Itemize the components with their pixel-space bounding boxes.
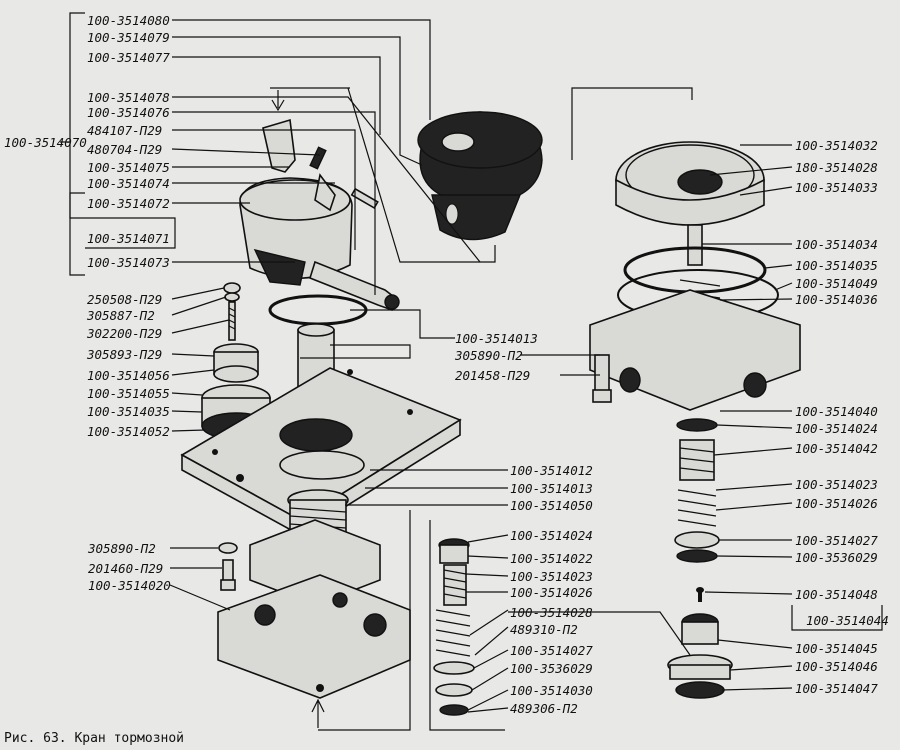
label-100-3514013-upper: 100-3514013 (455, 331, 538, 346)
label-100-3514026-right: 100-3514026 (795, 496, 878, 511)
label-100-3514073: 100-3514073 (87, 255, 170, 270)
label-100-3514035-right: 100-3514035 (795, 258, 878, 273)
label-100-3514035-left: 100-3514035 (87, 404, 170, 419)
label-100-3514048: 100-3514048 (795, 587, 878, 602)
label-100-3514077: 100-3514077 (87, 50, 170, 65)
cover-cap (417, 111, 543, 241)
figure-caption: Рис. 63. Кран тормозной (4, 731, 184, 746)
label-484107-p29: 484107-П29 (87, 123, 162, 138)
right-upper-assembly (589, 224, 801, 411)
label-100-3514028-mid: 100-3514028 (510, 605, 593, 620)
label-100-3536029-right: 100-3536029 (795, 550, 878, 565)
lower-body (217, 489, 411, 728)
label-100-3514056: 100-3514056 (87, 368, 170, 383)
label-250508-p29: 250508-П29 (87, 292, 162, 307)
label-100-3514072: 100-3514072 (87, 196, 170, 211)
label-100-3514023-right: 100-3514023 (795, 477, 878, 492)
label-201458-p29: 201458-П29 (455, 368, 530, 383)
label-100-3514020: 100-3514020 (88, 578, 171, 593)
label-100-3514033: 100-3514033 (795, 180, 878, 195)
label-489310-p2: 489310-П2 (510, 622, 578, 637)
label-302200-p29: 302200-П29 (86, 326, 162, 341)
label-100-3514074: 100-3514074 (87, 176, 170, 191)
label-100-3514047: 100-3514047 (795, 681, 878, 696)
label-100-3514012: 100-3514012 (510, 463, 593, 478)
label-100-3514013-lower: 100-3514013 (510, 481, 593, 496)
label-100-3514080: 100-3514080 (87, 13, 170, 28)
label-100-3514027-right: 100-3514027 (795, 533, 878, 548)
label-100-3514022: 100-3514022 (510, 551, 593, 566)
label-100-3514078: 100-3514078 (87, 90, 170, 105)
right-lower-stack (674, 418, 720, 563)
label-100-3514024-mid: 100-3514024 (510, 528, 593, 543)
bolt-left (218, 542, 238, 591)
label-305890-p2-right: 305890-П2 (454, 348, 523, 363)
label-100-3514030: 100-3514030 (510, 683, 593, 698)
label-100-3536029-mid: 100-3536029 (510, 661, 593, 676)
label-100-3514032: 100-3514032 (795, 138, 878, 153)
lever-assembly (239, 118, 400, 326)
flange-plate (180, 367, 462, 536)
middle-spring-stack (433, 538, 475, 716)
label-100-3514023-mid: 100-3514023 (510, 569, 593, 584)
label-100-3514026-mid: 100-3514026 (510, 585, 593, 600)
label-100-3514040: 100-3514040 (795, 404, 878, 419)
label-100-3514034: 100-3514034 (795, 237, 878, 252)
label-100-3514045: 100-3514045 (795, 641, 878, 656)
part-labels: 100-3514080 100-3514079 100-3514077 100-… (4, 13, 889, 746)
label-100-3514050: 100-3514050 (510, 498, 593, 513)
label-305893-p29: 305893-П29 (86, 347, 162, 362)
label-100-3514046: 100-3514046 (795, 659, 878, 674)
label-100-3514055: 100-3514055 (87, 386, 170, 401)
label-100-3514049: 100-3514049 (795, 276, 878, 291)
label-100-3514079: 100-3514079 (87, 30, 170, 45)
label-201460-p29: 201460-П29 (88, 561, 163, 576)
label-100-3514070: 100-3514070 (4, 135, 87, 150)
label-305890-p2-left: 305890-П2 (87, 541, 156, 556)
label-100-3514027-mid: 100-3514027 (510, 643, 593, 658)
label-480704-p29: 480704-П29 (87, 142, 162, 157)
label-489306-p2: 489306-П2 (510, 701, 578, 716)
label-180-3514028: 180-3514028 (795, 160, 878, 175)
label-305887-p2: 305887-П2 (86, 308, 155, 323)
label-100-3514052: 100-3514052 (87, 424, 170, 439)
label-100-3514044: 100-3514044 (806, 613, 889, 628)
label-100-3514071: 100-3514071 (87, 231, 170, 246)
right-disc-cover (571, 87, 765, 226)
label-100-3514042: 100-3514042 (795, 441, 878, 456)
label-100-3514075: 100-3514075 (87, 160, 170, 175)
label-100-3514036: 100-3514036 (795, 292, 878, 307)
label-100-3514024-right: 100-3514024 (795, 421, 878, 436)
right-bottom-assembly (667, 587, 733, 699)
leader-lines (60, 12, 883, 731)
label-100-3514076: 100-3514076 (87, 105, 170, 120)
